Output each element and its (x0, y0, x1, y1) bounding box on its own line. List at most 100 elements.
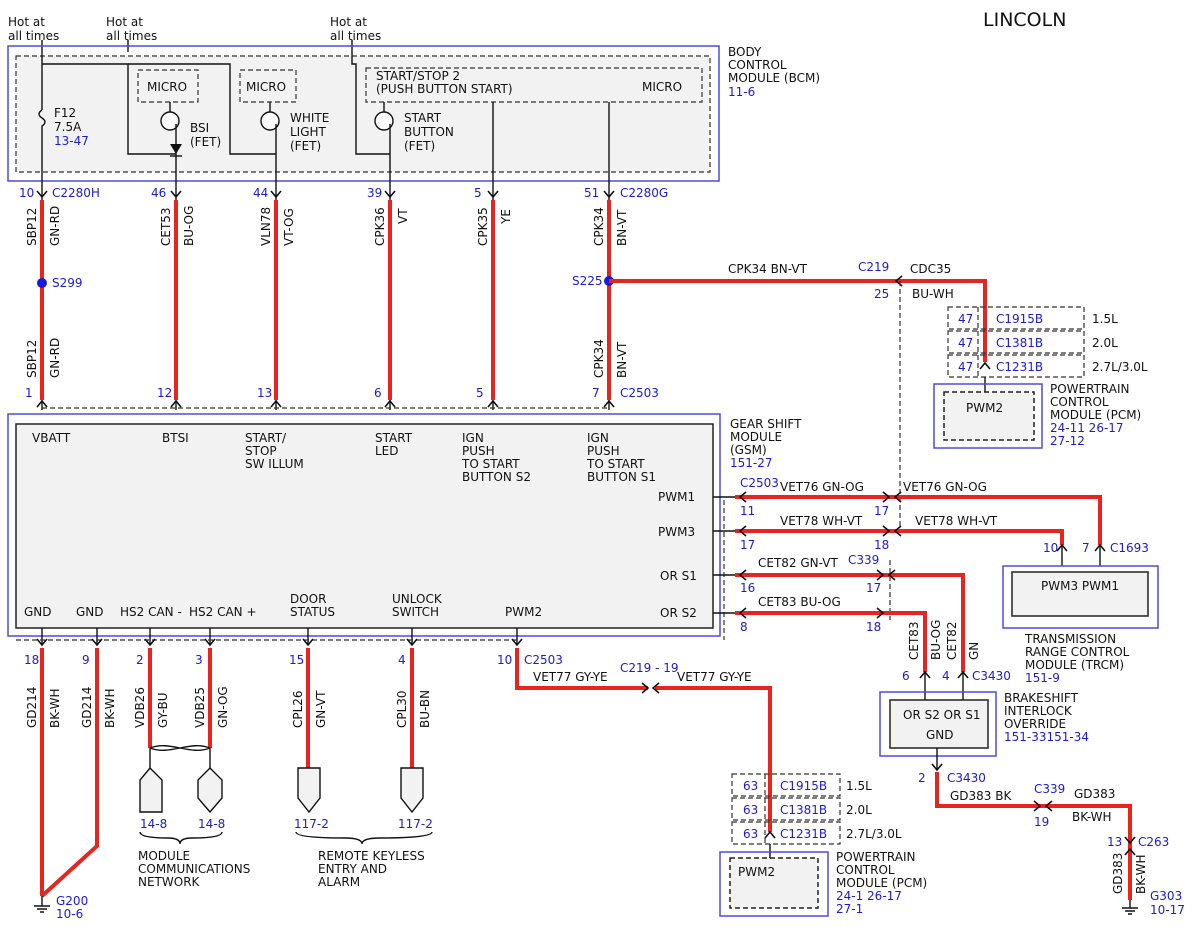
keyless-connector-2-icon (400, 767, 424, 814)
connector-c2280g: C2280G (620, 186, 668, 200)
pin-17-pwm3: 17 (740, 538, 755, 552)
svg-text:47: 47 (958, 312, 973, 326)
svg-text:4: 4 (398, 653, 406, 667)
keyless-ref-1: 117-2 (294, 817, 329, 831)
splice-s225-label: S225 (572, 274, 603, 288)
svg-text:all times: all times (330, 29, 381, 43)
svg-text:47: 47 (958, 336, 973, 350)
network-ref-2: 14-8 (198, 817, 225, 831)
bio-frame (879, 691, 997, 757)
pin-39: 39 (367, 186, 382, 200)
svg-text:BSI: BSI (190, 121, 209, 135)
svg-text:INTERLOCK: INTERLOCK (1004, 704, 1073, 718)
gsm-pin-12: 12 (157, 386, 172, 400)
pin-51: 51 (584, 186, 599, 200)
svg-text:COMMUNICATIONS: COMMUNICATIONS (138, 862, 250, 876)
svg-text:BN-VT: BN-VT (615, 209, 629, 246)
svg-text:PWM2: PWM2 (505, 605, 542, 619)
svg-text:BTSI: BTSI (162, 431, 189, 445)
svg-text:VBATT: VBATT (32, 431, 71, 445)
svg-text:27-12: 27-12 (1050, 434, 1085, 448)
start-lines (383, 102, 610, 185)
gsm-pin-5: 5 (476, 386, 484, 400)
bio-pin-6: 6 (902, 669, 910, 683)
ground-g303-ref: 10-17 (1150, 903, 1185, 917)
gsm-pin-6: 6 (374, 386, 382, 400)
hot-label-3: Hot at all times (330, 15, 381, 43)
svg-text:STATUS: STATUS (290, 605, 335, 619)
svg-text:2.7L/3.0L: 2.7L/3.0L (1092, 360, 1148, 374)
pin-18-ors2: 18 (866, 620, 881, 634)
pcm-top-frame (933, 383, 1043, 449)
svg-text:BU-OG: BU-OG (182, 206, 196, 246)
svg-text:2.7L/3.0L: 2.7L/3.0L (846, 827, 902, 841)
cpk34-label: CPK34 BN-VT (728, 262, 808, 276)
keyless-name: REMOTE KEYLESS ENTRY AND ALARM (318, 849, 425, 889)
vet77-left-label: VET77 GY-YE (533, 670, 608, 684)
wire-gd383 (935, 772, 1132, 900)
gsm-pin-7: 7 (592, 386, 600, 400)
hot-label-1: Hot at all times (8, 15, 59, 43)
svg-text:VDB26: VDB26 (133, 687, 147, 728)
wire-gd214-2 (40, 648, 99, 898)
svg-text:PUSH: PUSH (462, 444, 495, 458)
pin-19: 19 (1034, 815, 1049, 829)
svg-text:47: 47 (958, 360, 973, 374)
svg-text:BN-VT: BN-VT (615, 341, 629, 378)
svg-text:SW ILLUM: SW ILLUM (245, 457, 304, 471)
pin-44: 44 (253, 186, 268, 200)
svg-text:CET53: CET53 (159, 207, 173, 246)
svg-text:11-6: 11-6 (728, 85, 755, 99)
white-light-label: WHITE LIGHT (FET) (290, 111, 329, 153)
hot-label-2: Hot at all times (106, 15, 157, 43)
gsm-right-stubs (713, 496, 735, 614)
svg-text:Hot at: Hot at (8, 15, 45, 29)
svg-text:POWERTRAIN: POWERTRAIN (836, 850, 916, 864)
svg-text:OR S1: OR S1 (660, 569, 697, 583)
wire-vet77-right (655, 686, 772, 832)
svg-text:C1231B: C1231B (996, 360, 1043, 374)
svg-text:MODULE (TRCM): MODULE (TRCM) (1025, 658, 1124, 672)
svg-text:2.0L: 2.0L (846, 803, 872, 817)
connector-c219: C219 (858, 260, 889, 274)
pin-16: 16 (740, 581, 755, 595)
gsm-bottom-labels: GND GND HS2 CAN - HS2 CAN + DOOR STATUS … (24, 592, 542, 619)
svg-text:C1381B: C1381B (780, 803, 827, 817)
micro-box-2 (239, 69, 297, 103)
wire-vet78 (735, 529, 1064, 545)
connector-c219-19: C219 - 19 (620, 661, 679, 675)
svg-text:SWITCH: SWITCH (392, 605, 439, 619)
svg-text:CPL26: CPL26 (291, 690, 305, 728)
svg-text:15: 15 (289, 653, 304, 667)
svg-text:MODULE (PCM): MODULE (PCM) (1050, 408, 1141, 422)
svg-text:HS2 CAN +: HS2 CAN + (189, 605, 257, 619)
pcm-bottom-connectors: 63 C1915B 1.5L 63 C1381B 2.0L 63 C1231B … (731, 773, 902, 845)
cet82-label: CET82 GN-VT (758, 556, 838, 570)
svg-text:GN-RD: GN-RD (48, 338, 62, 378)
svg-text:GEAR SHIFT: GEAR SHIFT (730, 417, 802, 431)
svg-text:3: 3 (195, 653, 203, 667)
cet83-label: CET83 BU-OG (758, 595, 841, 609)
micro-label-1: MICRO (147, 80, 187, 94)
wire-cdc35 (609, 279, 987, 362)
white-light-lines (269, 102, 277, 185)
svg-text:LIGHT: LIGHT (290, 125, 327, 139)
bottom-pins: 18 9 2 3 15 4 10 C2503 (24, 653, 563, 667)
svg-text:C2503: C2503 (524, 653, 563, 667)
fuse-label: F12 7.5A 13-47 (54, 106, 89, 148)
svg-text:VLN78: VLN78 (259, 207, 273, 246)
pcm-top-pwm2: PWM2 (966, 401, 1003, 415)
svg-text:TO START: TO START (461, 457, 520, 471)
svg-text:GND: GND (76, 605, 104, 619)
vet78-left-label: VET78 WH-VT (780, 514, 863, 528)
svg-text:YE: YE (499, 209, 513, 225)
svg-text:GN-VT: GN-VT (314, 690, 328, 728)
gsm-name: GEAR SHIFT MODULE (GSM) 151-27 (730, 417, 802, 470)
gsm-pin-13: 13 (257, 386, 272, 400)
keyless-brace (295, 831, 433, 845)
svg-text:TRANSMISSION: TRANSMISSION (1024, 632, 1116, 646)
svg-text:Hot at: Hot at (106, 15, 143, 29)
svg-text:NETWORK: NETWORK (138, 875, 201, 889)
svg-text:24-1 26-17: 24-1 26-17 (836, 889, 902, 903)
svg-text:IGN: IGN (462, 431, 484, 445)
